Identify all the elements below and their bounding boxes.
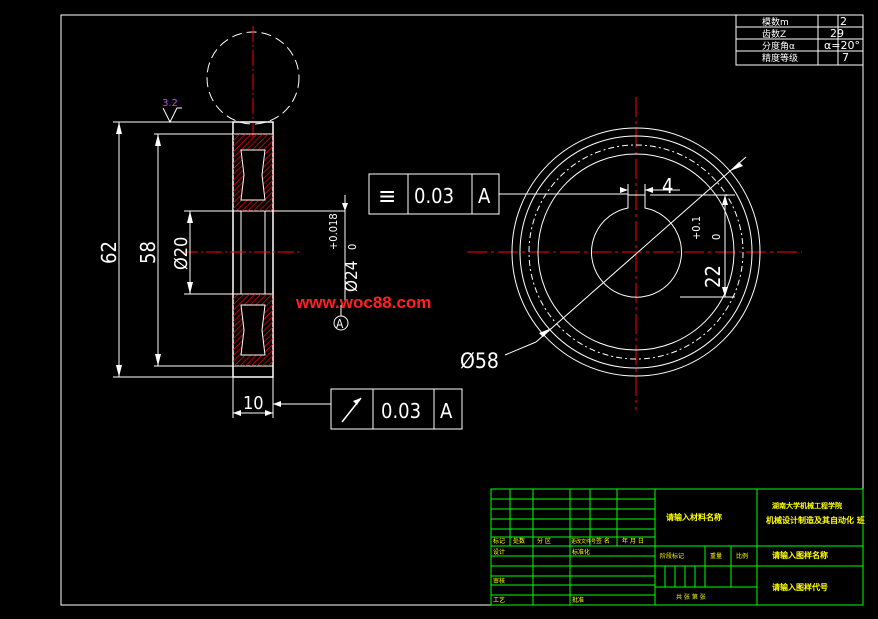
change-doc-label: 更改文件号 <box>571 538 596 545</box>
symmetry-icon: ≡ <box>378 182 396 210</box>
runout-tolerance: 0.03 <box>381 399 421 423</box>
count-label: 处数 <box>513 537 525 545</box>
material-name: 请输入材料名称 <box>666 512 722 522</box>
dim-10-text: 10 <box>243 393 264 414</box>
front-view: Ø58 22 +0.1 0 <box>460 97 802 410</box>
tolerance-upper: +0.018 <box>327 213 340 250</box>
section-hatch-lower <box>233 294 273 366</box>
title-block <box>490 488 864 606</box>
dim-line-phi58 <box>535 156 747 343</box>
process-label: 工艺 <box>493 596 505 604</box>
sheet-label: 共 张 第 张 <box>676 593 706 601</box>
review-label: 审核 <box>493 577 505 585</box>
param-value: 7 <box>842 51 849 64</box>
datum-marker <box>333 315 349 331</box>
datum-label: A <box>336 317 344 331</box>
bore-keyway <box>591 194 682 298</box>
signature-label: 签 名 <box>596 537 610 545</box>
dim-22-text: 22 <box>701 265 725 288</box>
watermark: www.woc88.com <box>295 293 431 312</box>
tip-circle <box>519 135 753 369</box>
drawing-border <box>60 14 864 606</box>
title-block-text: 请输入材料名称 湖南大学机械工程学院 机械设计制造及其自动化 班 请输入图样名称… <box>493 501 865 604</box>
dim-phi24-text: Ø24 <box>342 261 362 293</box>
param-label: 分度角α <box>762 40 795 52</box>
root-circle <box>537 153 735 351</box>
standardize-label: 标准化 <box>572 548 590 556</box>
zone-label: 分 区 <box>537 537 551 545</box>
gdt-symmetry-frame: ≡ 0.03 A 4 <box>368 173 680 215</box>
dim-4-text: 4 <box>662 174 673 198</box>
stage-label: 阶段标记 <box>660 552 684 560</box>
date-label: 年 月 日 <box>622 537 644 545</box>
scale-label: 比例 <box>736 552 748 560</box>
dim-phi58-text: Ø58 <box>460 349 499 373</box>
dim-62-text: 62 <box>97 241 121 264</box>
dim-58-text: 58 <box>136 241 160 264</box>
gear-parameter-table: 模数m 齿数Z 分度角α 精度等级 2 29 α=20° 7 <box>735 14 864 66</box>
section-hatch-upper <box>233 134 273 211</box>
drawing-name: 请输入图样名称 <box>772 550 828 560</box>
param-value: 29 <box>830 27 844 40</box>
roughness-value: 3.2 <box>162 98 178 109</box>
mark-label: 标记 <box>493 537 505 545</box>
approve-label: 批准 <box>572 596 584 604</box>
param-label: 齿数Z <box>762 28 786 40</box>
design-label: 设计 <box>493 548 505 556</box>
param-value: 2 <box>840 15 847 28</box>
param-value: α=20° <box>824 39 860 52</box>
school-name: 湖南大学机械工程学院 <box>772 501 842 510</box>
roughness-symbol <box>162 107 182 124</box>
outer-circle <box>511 127 761 377</box>
weight-label: 重量 <box>710 552 722 560</box>
symmetry-datum: A <box>478 184 491 208</box>
symmetry-tolerance: 0.03 <box>414 184 454 208</box>
side-view: 62 58 Ø20 Ø24 +0.018 0 A 3.2 10 <box>97 26 362 418</box>
gdt-runout-frame: 0.03 A <box>273 388 463 430</box>
dim-22-tolerance-lower: 0 <box>710 234 723 240</box>
pitch-circle <box>528 144 744 360</box>
dim-phi20-text: Ø20 <box>171 237 192 270</box>
param-label: 模数m <box>762 16 789 28</box>
drawing-code: 请输入图样代号 <box>772 582 828 592</box>
dim-22-tolerance-upper: +0.1 <box>690 216 703 240</box>
gear-profile <box>232 121 274 378</box>
runout-datum: A <box>440 399 453 423</box>
course-name: 机械设计制造及其自动化 班 <box>766 515 865 525</box>
param-label: 精度等级 <box>762 52 798 64</box>
tolerance-lower: 0 <box>346 244 359 250</box>
